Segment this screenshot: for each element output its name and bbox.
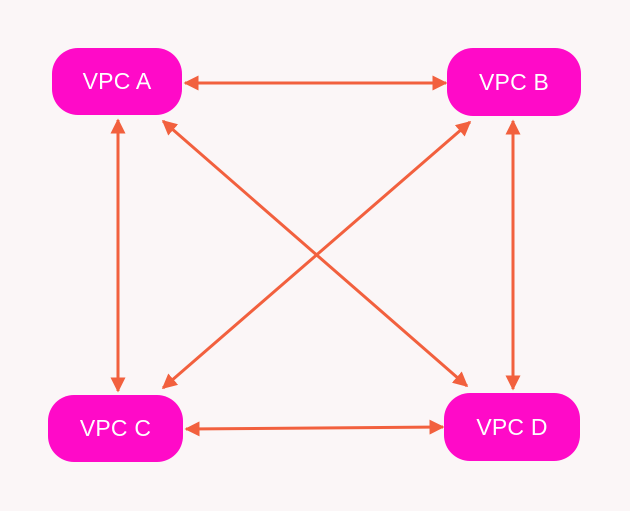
vpc-d-label: VPC D (476, 413, 548, 440)
vpc-d-node[interactable]: VPC D (444, 393, 580, 461)
connector-a-d (161, 119, 469, 388)
vpc-c-node[interactable]: VPC C (48, 395, 183, 462)
vpc-b-node[interactable]: VPC B (447, 48, 581, 116)
connector-c-d (184, 419, 445, 437)
vpc-c-label: VPC C (79, 415, 152, 441)
vpc-a-label: VPC A (82, 68, 152, 94)
vpc-a-node[interactable]: VPC A (52, 48, 182, 115)
vpc-b-label: VPC B (478, 68, 550, 95)
connector-b-c (161, 120, 472, 390)
